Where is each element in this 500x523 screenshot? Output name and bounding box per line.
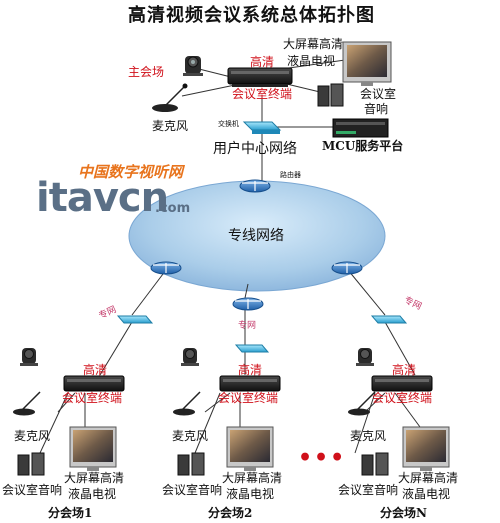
main-microphone	[152, 83, 188, 112]
branch2-name: 分会场2	[208, 506, 253, 520]
branch1-name: 分会场1	[48, 506, 93, 520]
branch1-hd-label: 高清	[83, 363, 108, 377]
core-network-label: 专线网络	[228, 228, 284, 244]
main-speakers	[317, 83, 344, 107]
branch2-terminal-label: 会议室终端	[218, 391, 279, 405]
branch2-display-label-2: 液晶电视	[226, 487, 275, 501]
branch-switches	[116, 315, 408, 353]
branchN-speaker-label: 会议室音响	[338, 483, 399, 497]
main-camera	[183, 56, 203, 76]
wan-label-middle: 专网	[238, 321, 257, 331]
branch-links	[39, 269, 421, 454]
branch2-display-label-1: 大屏幕高清	[222, 471, 283, 485]
branch1-devices	[13, 348, 125, 476]
mcu-server	[332, 118, 389, 138]
router-left	[150, 261, 182, 275]
branchN-devices	[348, 348, 450, 476]
branchN-display-label-1: 大屏幕高清	[398, 471, 459, 485]
router-right	[331, 261, 363, 275]
watermark-line1: 中国数字视听网	[78, 163, 184, 181]
branch2-mic-label: 麦克风	[172, 429, 209, 443]
main-hd-label: 高清	[250, 55, 275, 69]
branchN-terminal-label: 会议室终端	[372, 391, 433, 405]
mcu-label: MCU服务平台	[322, 139, 404, 153]
branch1-speaker-label: 会议室音响	[2, 483, 63, 497]
branch1-display-label-2: 液晶电视	[68, 487, 117, 501]
branchN-name: 分会场N	[380, 506, 427, 520]
main-display	[342, 41, 392, 86]
main-site-label: 主会场	[128, 65, 165, 79]
branchN-display-label-2: 液晶电视	[402, 487, 451, 501]
diagram-title: 高清视频会议系统总体拓扑图	[128, 5, 375, 26]
router-label: 路由器	[280, 171, 301, 179]
branch1-display-label-1: 大屏幕高清	[64, 471, 125, 485]
branchN-mic-label: 麦克风	[350, 429, 387, 443]
main-terminal	[227, 67, 293, 87]
watermark-brand: itavcn	[36, 175, 169, 221]
branch2-hd-label: 高清	[238, 363, 263, 377]
more-branches-ellipsis: •••	[298, 445, 347, 471]
main-speaker-label-2: 音响	[364, 102, 389, 116]
watermark-dotcom: .com	[155, 201, 191, 216]
main-terminal-label: 会议室终端	[232, 87, 293, 101]
branch1-terminal-label: 会议室终端	[62, 391, 123, 405]
main-display-label-2: 液晶电视	[287, 54, 336, 68]
branch2-speaker-label: 会议室音响	[162, 483, 223, 497]
branch2-devices	[173, 348, 281, 476]
main-speaker-label-1: 会议室	[360, 87, 397, 101]
main-switch	[242, 121, 282, 134]
router-middle	[232, 297, 264, 311]
main-mic-label: 麦克风	[152, 119, 189, 133]
branch1-mic-label: 麦克风	[14, 429, 51, 443]
branchN-hd-label: 高清	[392, 363, 417, 377]
main-display-label-1: 大屏幕高清	[283, 37, 344, 51]
switch-label: 交换机	[218, 120, 239, 128]
routers	[150, 179, 363, 311]
user-network-label: 用户中心网络	[213, 141, 297, 157]
main-router	[239, 179, 271, 193]
